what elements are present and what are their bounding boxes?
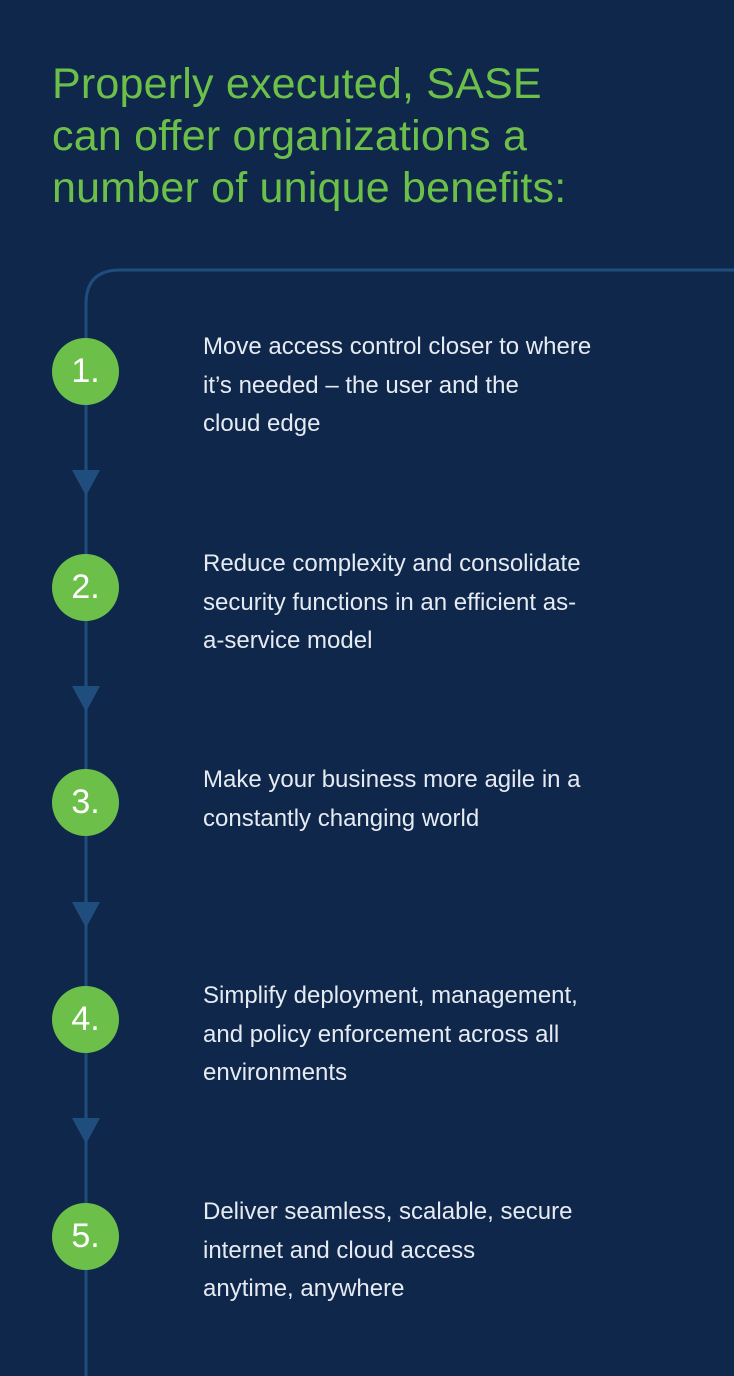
connector-line <box>84 268 734 1376</box>
step-4-line-1: Simplify deployment, management, <box>203 982 578 1009</box>
step-1-badge: 1. <box>52 338 119 405</box>
step-3-text: Make your business more agile in a const… <box>203 761 673 838</box>
step-4-text: Simplify deployment, management, and pol… <box>203 977 673 1093</box>
step-4-line-3: environments <box>203 1059 348 1086</box>
step-4-badge: 4. <box>52 986 119 1053</box>
step-1-line-3: cloud edge <box>203 410 321 437</box>
step-3-line-1: Make your business more agile in a <box>203 766 581 793</box>
step-2-badge: 2. <box>52 554 119 621</box>
connector-arrow-4 <box>72 1118 100 1144</box>
title-line-3: number of unique benefits: <box>52 164 567 212</box>
step-5-line-2: internet and cloud access <box>203 1236 476 1264</box>
step-3-badge: 3. <box>52 769 119 836</box>
step-4-line-2: and policy enforcement across all <box>203 1020 560 1048</box>
step-5-line-3: anytime, anywhere <box>203 1275 405 1302</box>
connector-arrow-2 <box>72 686 100 712</box>
step-2-text: Reduce complexity and consolidate securi… <box>203 545 673 661</box>
page-title: Properly executed, SASE can offer organi… <box>52 58 692 214</box>
step-5-text: Deliver seamless, scalable, secure inter… <box>203 1193 673 1309</box>
step-1-text: Move access control closer to where it’s… <box>203 328 673 444</box>
connector-arrow-1 <box>72 470 100 496</box>
step-1-line-2: it’s needed – the user and the <box>203 371 519 399</box>
step-1-line-1: Move access control closer to where <box>203 333 592 360</box>
title-line-2: can offer organizations a <box>52 112 528 160</box>
step-5-line-1: Deliver seamless, scalable, secure <box>203 1198 573 1225</box>
step-3-line-2: constantly changing world <box>203 804 480 832</box>
step-2-line-2: security functions in an efficient as- <box>203 588 577 616</box>
connector-arrow-3 <box>72 902 100 928</box>
step-2-line-1: Reduce complexity and consolidate <box>203 550 581 577</box>
step-2-line-3: a-service model <box>203 627 373 654</box>
step-5-badge: 5. <box>52 1203 119 1270</box>
title-line-1: Properly executed, SASE <box>52 60 542 108</box>
